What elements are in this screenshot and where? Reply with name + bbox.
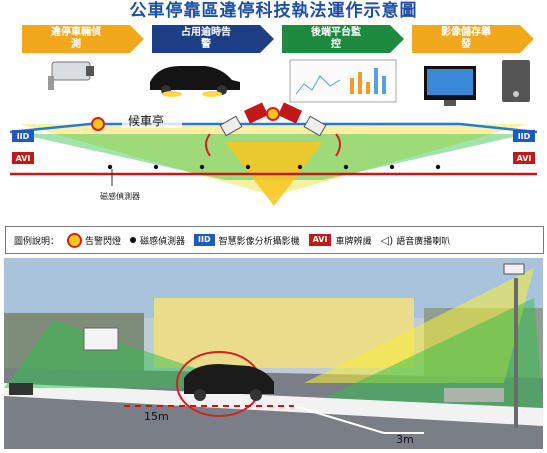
iid-camera-left: IID <box>12 130 34 142</box>
iid-tag-label: IID <box>17 132 30 141</box>
speaker-cluster <box>205 102 341 157</box>
parked-car <box>184 364 274 401</box>
legend-item-label: 語音廣播喇叭 <box>396 236 451 247</box>
warning-light-icon <box>266 107 280 121</box>
sensor-dots <box>107 164 441 170</box>
legend-title: 圖例說明： <box>14 236 60 247</box>
legend-item-warning-light: 告警閃燈 <box>67 232 122 248</box>
legend-item-sensor: 磁感偵測器 <box>130 234 185 247</box>
speaker-photo <box>83 327 119 351</box>
shelter-label: 候車亭 <box>128 113 164 128</box>
warning-light-icon <box>67 232 83 248</box>
flow-step-label: 影像儲存舉發 <box>441 27 491 50</box>
flow-step-store: 影像儲存舉發 <box>412 25 534 53</box>
flow-step-label: 違停車輛偵測 <box>51 27 101 50</box>
legend-item-label: 告警閃燈 <box>85 236 122 247</box>
bus-stop-schematic: IID AVI IID AVI 候車亭 磁感偵測器 <box>9 59 538 206</box>
iid-tag: IID <box>194 234 215 246</box>
monitor-server-icon <box>424 60 530 106</box>
length-label: 15m <box>144 410 169 423</box>
flow-step-alert: 占用逾時告警 <box>152 25 274 53</box>
sensor-label: 磁感偵測器 <box>100 191 140 201</box>
iid-camera-right: IID <box>513 130 535 142</box>
legend-item-speaker: ◁)語音廣播喇叭 <box>381 234 451 247</box>
legend-item-label: 車牌辨識 <box>335 236 372 247</box>
avi-tag-label: AVI <box>16 154 31 163</box>
legend-item-label: 智慧影像分析攝影機 <box>218 236 300 247</box>
flow-step-monitor: 後端平台監控 <box>282 25 404 53</box>
street-photo: 15m 3m <box>4 258 543 449</box>
avi-camera-left: AVI <box>12 152 34 164</box>
width-label: 3m <box>396 433 414 446</box>
sensor-dot-icon <box>130 237 137 243</box>
camera-icon <box>48 61 94 90</box>
dashboard-screen-icon <box>289 59 397 103</box>
warning-light-icon <box>91 117 105 131</box>
pole-camera <box>503 263 525 275</box>
flow-step-detect: 違停車輛偵測 <box>22 25 144 53</box>
avi-tag-label: AVI <box>517 154 532 163</box>
legend-item-label: 磁感偵測器 <box>140 236 186 247</box>
speaker-icon: ◁) <box>380 233 394 247</box>
avi-tag: AVI <box>308 234 332 246</box>
iid-tag-label: IID <box>518 132 531 141</box>
diagram-title: 公車停靠區違停科技執法運作示意圖 <box>129 1 418 21</box>
avi-camera-right: AVI <box>513 152 535 164</box>
car-icon <box>150 66 240 97</box>
flow-step-label: 後端平台監控 <box>311 27 361 50</box>
flow-step-label: 占用逾時告警 <box>181 27 231 50</box>
